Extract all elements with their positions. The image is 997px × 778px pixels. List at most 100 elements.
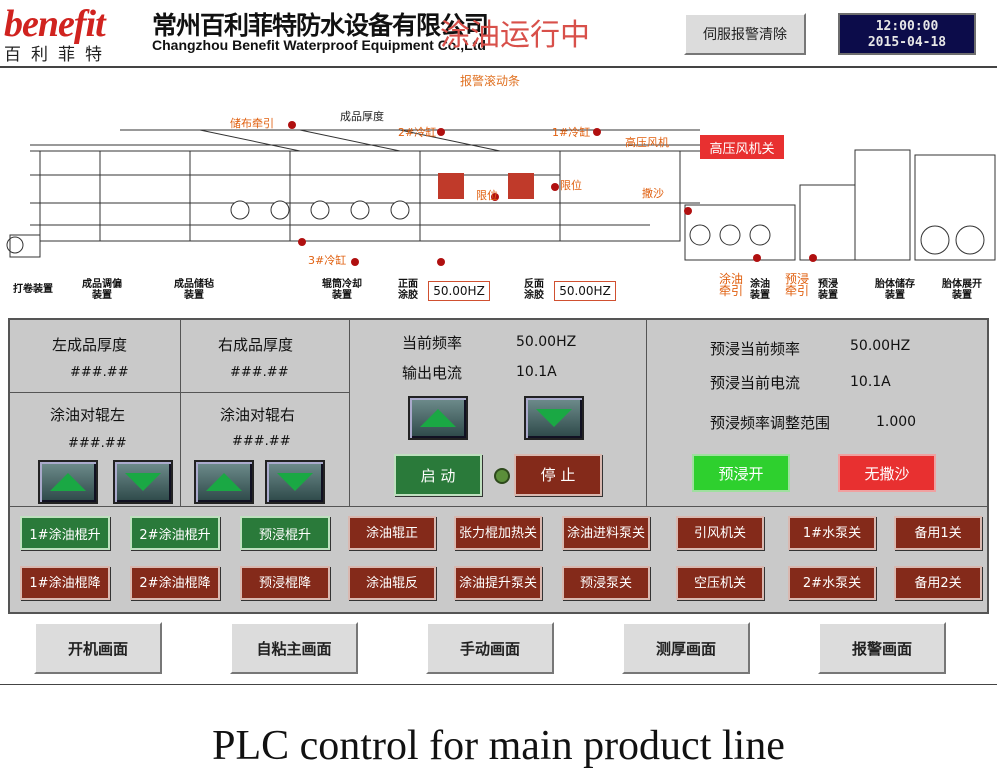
roll-left-value: ###.## <box>68 436 127 451</box>
row2-toggle-button-6[interactable]: 空压机关 <box>676 566 764 600</box>
run-indicator-lamp <box>494 468 510 484</box>
label-blank-unwind: 胎体展开装置 <box>942 279 982 301</box>
roll-left-label: 涂油对辊左 <box>50 406 126 424</box>
row1-toggle-button-4[interactable]: 张力棍加热关 <box>454 516 542 550</box>
label-storage-pull: 储布牵引 <box>230 117 274 130</box>
caption: PLC control for main product line <box>212 723 785 769</box>
freq-up-button[interactable] <box>408 396 468 440</box>
label-cyl2: 2#冷缸 <box>398 126 437 139</box>
back-glue-freq: 50.00HZ <box>554 281 616 301</box>
pre-current-value: 10.1A <box>850 374 891 390</box>
nav-thickness-screen[interactable]: 测厚画面 <box>622 622 750 674</box>
pre-freq-value: 50.00HZ <box>850 338 911 354</box>
row1-toggle-button-8[interactable]: 备用1关 <box>894 516 982 550</box>
alarm-ticker: 报警滚动条 <box>460 74 521 88</box>
divider-btn-rows <box>10 506 987 507</box>
row1-toggle-button-3[interactable]: 涂油辊正 <box>348 516 436 550</box>
row2-toggle-button-8[interactable]: 备用2关 <box>894 566 982 600</box>
current-freq-label: 当前频率 <box>402 334 463 352</box>
start-button[interactable]: 启 动 <box>394 454 482 496</box>
divider-v <box>180 320 181 506</box>
label-cyl1: 1#冷缸 <box>552 126 591 139</box>
row2-toggle-button-5[interactable]: 预浸泵关 <box>562 566 650 600</box>
arrow-down-icon <box>536 409 572 427</box>
left-thickness-value: ###.## <box>70 365 129 380</box>
clock-time: 12:00:00 <box>875 19 939 34</box>
output-current-label: 输出电流 <box>402 364 463 382</box>
row2-toggle-button-1[interactable]: 2#涂油棍降 <box>130 566 220 600</box>
right-thickness-value: ###.## <box>230 365 289 380</box>
run-status: 涂油运行中 <box>440 18 590 53</box>
row1-toggle-button-7[interactable]: 1#水泵关 <box>788 516 876 550</box>
label-oil-pull: 涂油牵引 <box>718 272 743 298</box>
arrow-up-icon <box>420 409 456 427</box>
nav-alarm-screen[interactable]: 报警画面 <box>818 622 946 674</box>
pre-dip-on-button[interactable]: 预浸开 <box>692 454 790 492</box>
current-freq-value: 50.00HZ <box>516 334 577 350</box>
roll-left-up-button[interactable] <box>38 460 98 504</box>
row1-toggle-button-1[interactable]: 2#涂油棍升 <box>130 516 220 550</box>
label-sand: 撒沙 <box>642 187 664 200</box>
output-current-value: 10.1A <box>516 364 557 380</box>
row1-toggle-button-2[interactable]: 预浸棍升 <box>240 516 330 550</box>
label-blank-store: 胎体储存装置 <box>875 279 915 301</box>
arrow-down-icon <box>277 473 313 491</box>
thickness-section <box>10 320 350 506</box>
arrow-down-icon <box>125 473 161 491</box>
company-name-cn: 常州百利菲特防水设备有限公司 <box>152 11 489 40</box>
stop-button[interactable]: 停 止 <box>514 454 602 496</box>
label-pre-device: 预浸装置 <box>818 279 838 301</box>
control-panel: 左成品厚度 ###.## 右成品厚度 ###.## 涂油对辊左 ###.## 涂… <box>8 318 989 614</box>
pre-freq-label: 预浸当前频率 <box>710 340 801 358</box>
nav-startup-screen[interactable]: 开机画面 <box>34 622 162 674</box>
row2-toggle-button-3[interactable]: 涂油辊反 <box>348 566 436 600</box>
roll-left-down-button[interactable] <box>113 460 173 504</box>
label-pre-pull: 预浸牵引 <box>784 272 809 298</box>
label-oil-device: 涂油装置 <box>750 279 770 301</box>
logo-cn: 百利菲特 <box>4 45 112 65</box>
roll-right-down-button[interactable] <box>265 460 325 504</box>
row2-toggle-button-4[interactable]: 涂油提升泵关 <box>454 566 542 600</box>
servo-alarm-clear-button[interactable]: 伺服报警清除 <box>684 13 806 55</box>
row1-toggle-button-5[interactable]: 涂油进料泵关 <box>562 516 650 550</box>
nav-self-adhesive-main[interactable]: 自粘主画面 <box>230 622 358 674</box>
right-thickness-label: 右成品厚度 <box>218 336 294 354</box>
label-limit1: 限位 <box>476 189 498 202</box>
label-thickness: 成品厚度 <box>340 110 384 123</box>
label-adjust: 成品调偏装置 <box>82 279 122 301</box>
label-cyl3: 3#冷缸 <box>308 254 347 267</box>
row1-toggle-button-0[interactable]: 1#涂油棍升 <box>20 516 110 550</box>
clock-date: 2015-04-18 <box>867 35 947 50</box>
company-name-en: Changzhou Benefit Waterproof Equipment C… <box>152 37 486 53</box>
row2-toggle-button-7[interactable]: 2#水泵关 <box>788 566 876 600</box>
roll-right-up-button[interactable] <box>194 460 254 504</box>
label-store: 成品储毡装置 <box>174 279 214 301</box>
front-glue-freq: 50.00HZ <box>428 281 490 301</box>
header-divider <box>0 66 997 68</box>
label-hp-fan: 高压风机 <box>625 136 669 149</box>
clock-display: 12:00:00 2015-04-18 <box>838 13 976 55</box>
label-limit2: 限位 <box>560 179 582 192</box>
logo-en: benefit <box>4 3 106 45</box>
label-winder: 打卷装置 <box>13 284 53 295</box>
row2-toggle-button-2[interactable]: 预浸棍降 <box>240 566 330 600</box>
row2-toggle-button-0[interactable]: 1#涂油棍降 <box>20 566 110 600</box>
nav-manual-screen[interactable]: 手动画面 <box>426 622 554 674</box>
pre-current-label: 预浸当前电流 <box>710 374 801 392</box>
label-front-glue: 正面涂胶 <box>398 279 418 301</box>
arrow-up-icon <box>50 473 86 491</box>
divider-pre <box>646 320 647 506</box>
freq-down-button[interactable] <box>524 396 584 440</box>
roll-right-label: 涂油对辊右 <box>220 406 296 424</box>
footer-divider <box>0 684 997 685</box>
label-back-glue: 反面涂胶 <box>524 279 544 301</box>
pre-range-value: 1.000 <box>876 414 917 430</box>
hp-fan-off-button[interactable]: 高压风机关 <box>700 135 784 159</box>
label-cool: 辊筒冷却装置 <box>322 279 362 301</box>
roll-right-value: ###.## <box>232 434 291 449</box>
production-line-diagram <box>6 121 996 266</box>
no-sand-button[interactable]: 无撒沙 <box>838 454 936 492</box>
row1-toggle-button-6[interactable]: 引风机关 <box>676 516 764 550</box>
divider-h <box>10 392 350 393</box>
pre-range-label: 预浸频率调整范围 <box>710 414 831 432</box>
